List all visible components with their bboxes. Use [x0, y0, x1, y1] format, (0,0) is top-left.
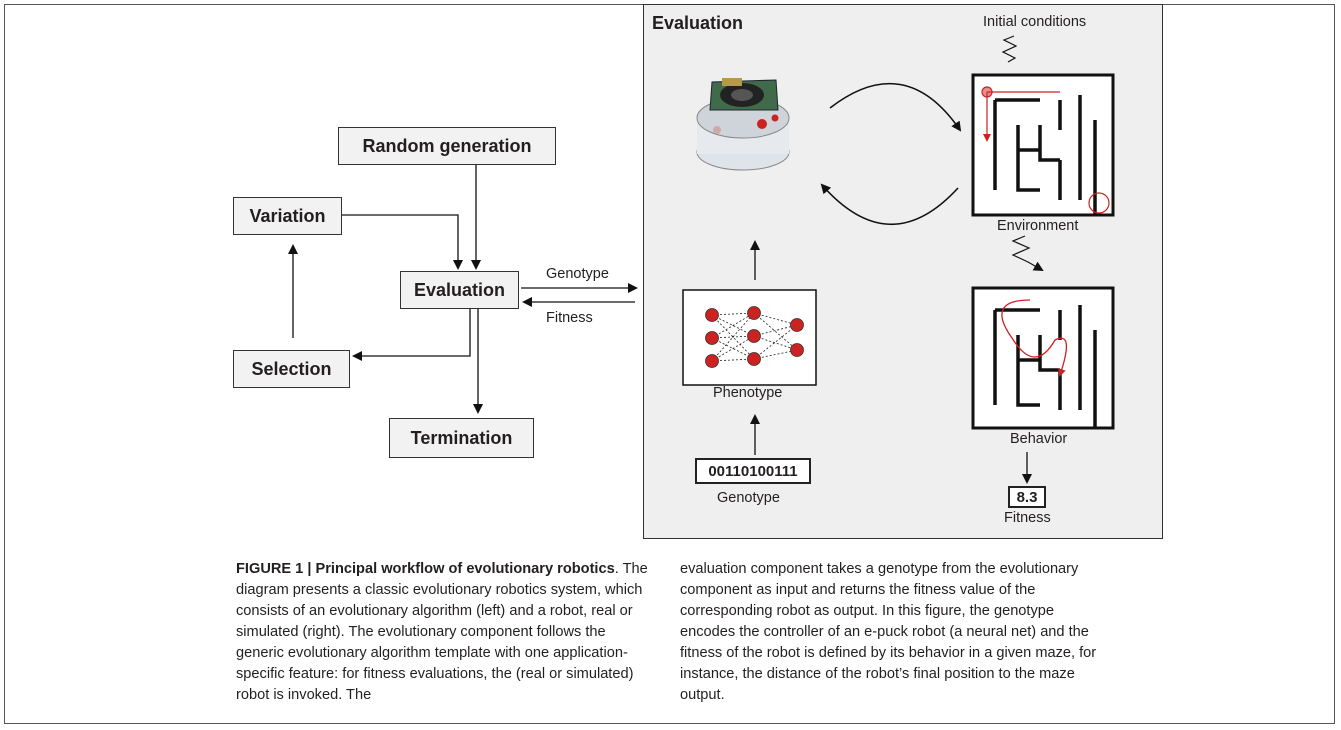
caption-column-1: FIGURE 1 | Principal workflow of evoluti… [236, 559, 656, 706]
caption-col1-text: . The diagram presents a classic evoluti… [236, 561, 648, 703]
maze-icon-behavior [971, 286, 1115, 430]
fitness-value-box: 8.3 [1008, 486, 1046, 508]
phenotype-label: Phenotype [713, 385, 783, 401]
termination-box: Termination [389, 418, 534, 458]
flow-arrows [288, 165, 638, 414]
variation-box: Variation [233, 197, 342, 235]
initial-conditions-label: Initial conditions [983, 14, 1087, 30]
genotype-value-box: 00110100111 [695, 458, 811, 484]
selection-box: Selection [233, 350, 350, 388]
genotype-label: Genotype [717, 490, 780, 506]
maze-initial-path [981, 86, 1110, 214]
caption-title: FIGURE 1 | Principal workflow of evoluti… [236, 561, 615, 577]
fitness-label: Fitness [1004, 510, 1051, 526]
evaluation-panel-title: Evaluation [652, 13, 744, 33]
evaluation-box: Evaluation [400, 271, 519, 309]
loop-arrows [820, 82, 962, 226]
maze-icon [971, 73, 1115, 217]
fitness-arrow-label: Fitness [546, 310, 593, 326]
neural-net-icon [682, 289, 817, 386]
zigzag-icon [1001, 35, 1044, 271]
environment-label: Environment [997, 218, 1079, 234]
genotype-arrow-label: Genotype [546, 266, 609, 282]
caption-column-2: evaluation component takes a genotype fr… [680, 561, 1097, 703]
random-generation-box: Random generation [338, 127, 556, 165]
maze-behavior-path [1001, 299, 1067, 377]
behavior-label: Behavior [1010, 431, 1068, 447]
e-puck-robot-icon [696, 78, 790, 171]
